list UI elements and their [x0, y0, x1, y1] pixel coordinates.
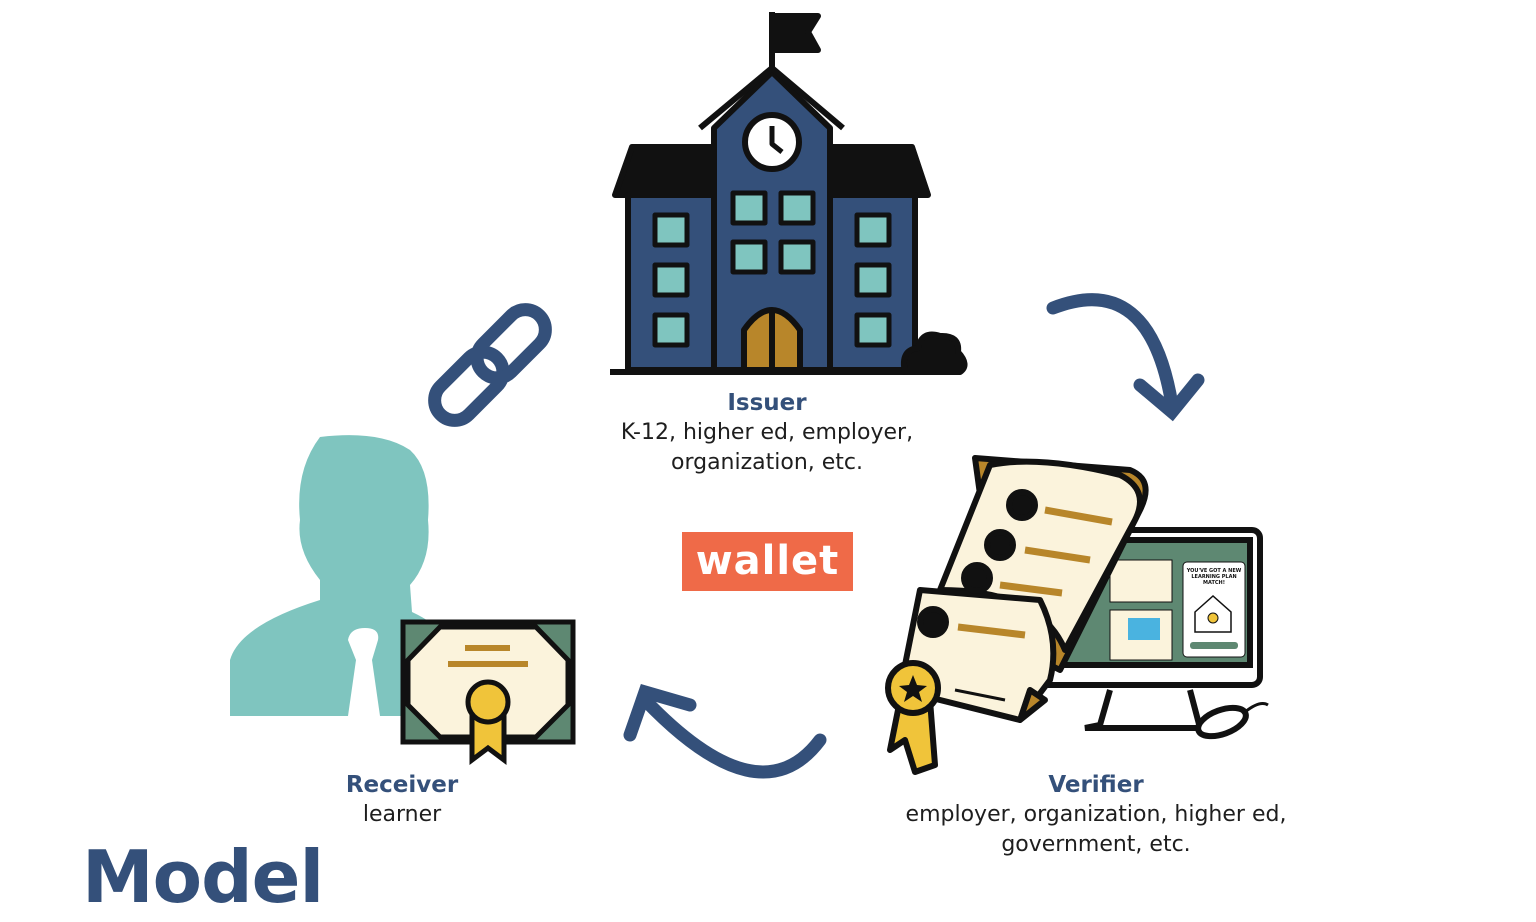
issuer-title: Issuer — [727, 390, 807, 416]
person-silhouette-icon — [230, 435, 445, 716]
issuer-label: Issuer K-12, higher ed, employer, organi… — [567, 388, 967, 478]
curved-arrow-icon — [1046, 293, 1205, 422]
chain-link-icon — [428, 303, 552, 427]
receiver-label: Receiver learner — [252, 770, 552, 830]
verifier-title: Verifier — [1048, 772, 1144, 798]
school-building-icon — [610, 12, 968, 375]
receiver-description: learner — [362, 802, 442, 827]
verifier-label: Verifier employer, organization, higher … — [876, 770, 1316, 860]
certificate-icon — [400, 619, 576, 765]
issuer-description-line2: organization, etc. — [670, 450, 864, 475]
verifier-description-line2: government, etc. — [1001, 832, 1191, 857]
wallet-badge: wallet — [682, 532, 853, 591]
curved-arrow-icon — [623, 684, 827, 779]
page-heading: Model — [82, 835, 324, 919]
receiver-title: Receiver — [345, 772, 459, 798]
issuer-description-line1: K-12, higher ed, employer, — [620, 420, 914, 445]
screen-card-text: YOU'VE GOT A NEW LEARNING PLAN MATCH! — [1186, 568, 1242, 586]
verifier-description-line1: employer, organization, higher ed, — [905, 802, 1287, 827]
scroll-icon — [885, 455, 1149, 775]
